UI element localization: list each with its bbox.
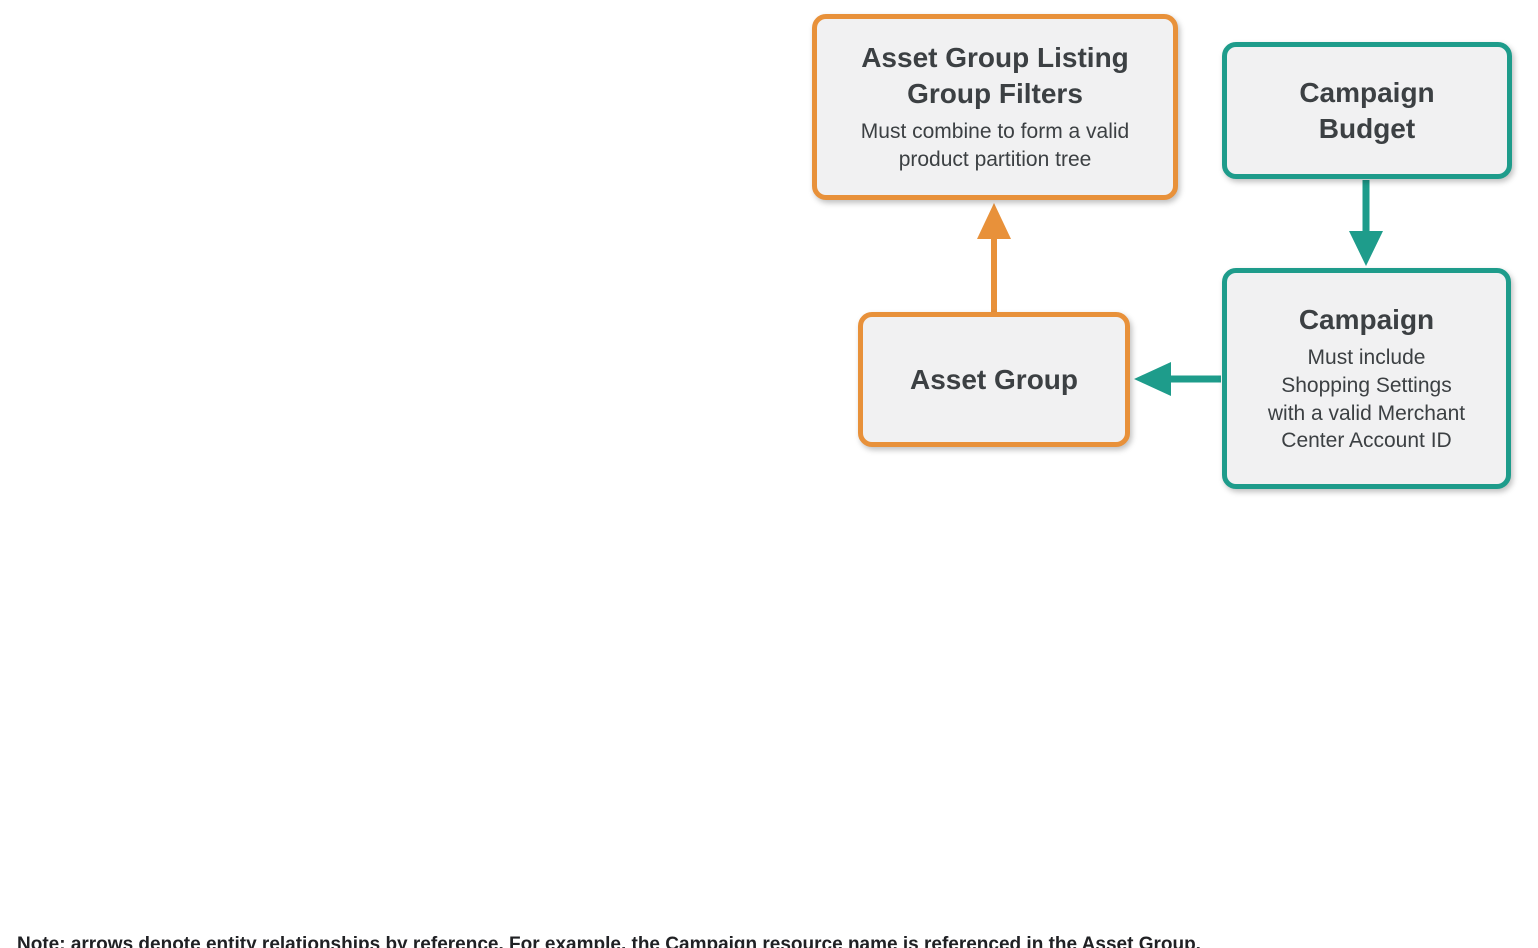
node-subtitle: Must combine to form a valid product par…	[860, 120, 1130, 172]
node-title: Campaign Budget	[1299, 76, 1435, 144]
footnote: Note: arrows denote entity relationships…	[17, 934, 1201, 948]
node-title: Campaign	[1298, 303, 1435, 335]
node-title: Asset Group Listing Group Filters	[861, 42, 1129, 109]
node-asset-group-listing-group-filters: Asset Group Listing Group Filters Must c…	[812, 14, 1178, 200]
node-subtitle: Must include Shopping Settings with a va…	[1267, 346, 1466, 453]
node-campaign-budget: Campaign Budget	[1222, 42, 1512, 179]
node-asset-group: Asset Group	[858, 312, 1130, 447]
arrow-campaign-to-asset-group	[1134, 362, 1221, 396]
arrow-campaign-budget-to-campaign	[1349, 180, 1383, 266]
node-title: Asset Group	[909, 363, 1079, 395]
arrow-asset-group-to-filters	[977, 203, 1011, 312]
node-campaign: Campaign Must include Shopping Settings …	[1222, 268, 1511, 489]
